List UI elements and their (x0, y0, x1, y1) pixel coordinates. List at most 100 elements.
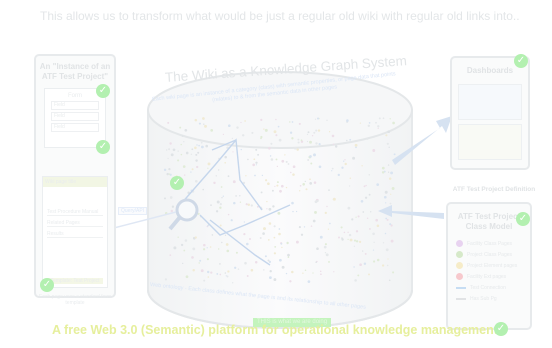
graph-node (268, 260, 272, 264)
graph-node (277, 211, 281, 215)
graph-node (364, 196, 368, 199)
query-connector (105, 211, 177, 231)
graph-node (361, 165, 363, 167)
graph-node (202, 117, 205, 120)
graph-node (267, 239, 270, 241)
form-field: Field (51, 101, 99, 110)
graph-node (393, 153, 396, 156)
top-caption: This allows us to transform what would b… (40, 9, 520, 23)
graph-node (273, 236, 276, 239)
graph-node (227, 213, 230, 216)
graph-node (311, 134, 314, 137)
graph-node (171, 205, 175, 208)
graph-node (289, 131, 293, 134)
legend-item: Test Connection (456, 282, 530, 293)
magnifier-icon (168, 198, 199, 231)
graph-node (269, 270, 272, 273)
graph-node (260, 135, 263, 139)
graph-node (324, 252, 327, 254)
legend-item: Has Sub Pg (456, 293, 530, 304)
graph-node (261, 174, 264, 177)
graph-node (305, 188, 308, 191)
graph-node (194, 118, 198, 122)
graph-node (255, 148, 258, 151)
graph-node (331, 170, 333, 172)
graph-node (278, 228, 281, 230)
document-line: Results (47, 231, 103, 238)
graph-node (320, 273, 322, 276)
graph-node (278, 232, 281, 236)
graph-node (376, 258, 380, 262)
graph-node (388, 279, 391, 282)
graph-node (241, 134, 245, 137)
graph-node (296, 148, 299, 151)
graph-node (386, 218, 389, 221)
graph-node (220, 186, 223, 188)
graph-node (317, 129, 321, 132)
graph-node (196, 165, 199, 169)
graph-node (224, 161, 227, 164)
graph-node (179, 126, 182, 129)
graph-node (302, 272, 304, 274)
graph-node (349, 238, 353, 242)
dashboards-panel: Dashboards ✓ (450, 54, 530, 170)
graph-node (197, 151, 200, 154)
graph-node (263, 269, 265, 271)
graph-node (306, 133, 309, 136)
graph-node (276, 181, 279, 184)
graph-node (269, 276, 272, 279)
document-line: Test Procedure Manual (47, 209, 103, 216)
graph-node (218, 262, 221, 265)
graph-node (205, 144, 208, 148)
graph-node (300, 140, 304, 143)
graph-node (184, 128, 188, 132)
graph-node (340, 226, 343, 229)
graph-node (392, 271, 395, 274)
graph-node (331, 167, 334, 170)
graph-node (249, 238, 251, 240)
graph-node (243, 233, 246, 236)
graph-node (388, 146, 390, 149)
graph-node (199, 259, 202, 262)
graph-node (367, 124, 370, 128)
graph-node (234, 266, 237, 269)
graph-node (353, 266, 355, 268)
graph-node (219, 273, 222, 276)
graph-node (216, 200, 220, 204)
document-header: Wiki page title (43, 177, 107, 187)
graph-node (343, 231, 346, 234)
graph-node (232, 282, 234, 284)
graph-node (281, 246, 283, 249)
legend-item: Facility Ext pages (456, 271, 530, 282)
graph-node (167, 121, 170, 124)
graph-node (316, 247, 319, 250)
graph-node (349, 138, 352, 141)
graph-node (355, 146, 357, 149)
graph-node (310, 225, 313, 227)
graph-node (198, 262, 200, 264)
graph-node (365, 184, 367, 187)
graph-node (285, 272, 288, 275)
graph-node (194, 146, 197, 150)
graph-node (264, 255, 267, 258)
graph-node (230, 219, 233, 222)
graph-node (298, 226, 301, 229)
graph-node (304, 180, 306, 183)
check-icon: ✓ (170, 176, 184, 190)
graph-node (207, 162, 211, 166)
graph-node (358, 240, 362, 244)
graph-node (391, 187, 395, 190)
graph-node (386, 264, 389, 267)
legend-marker (456, 297, 466, 300)
graph-node (370, 211, 372, 213)
graph-node (333, 271, 335, 273)
graph-node (337, 173, 340, 177)
graph-node (221, 197, 223, 199)
document-mockup: Wiki page title Test Procedure Manual Re… (42, 176, 108, 288)
graph-node (219, 202, 222, 206)
graph-node (250, 204, 253, 207)
graph-node (362, 250, 364, 252)
graph-node (338, 236, 340, 239)
graph-node (255, 161, 258, 164)
graph-node (239, 195, 241, 197)
